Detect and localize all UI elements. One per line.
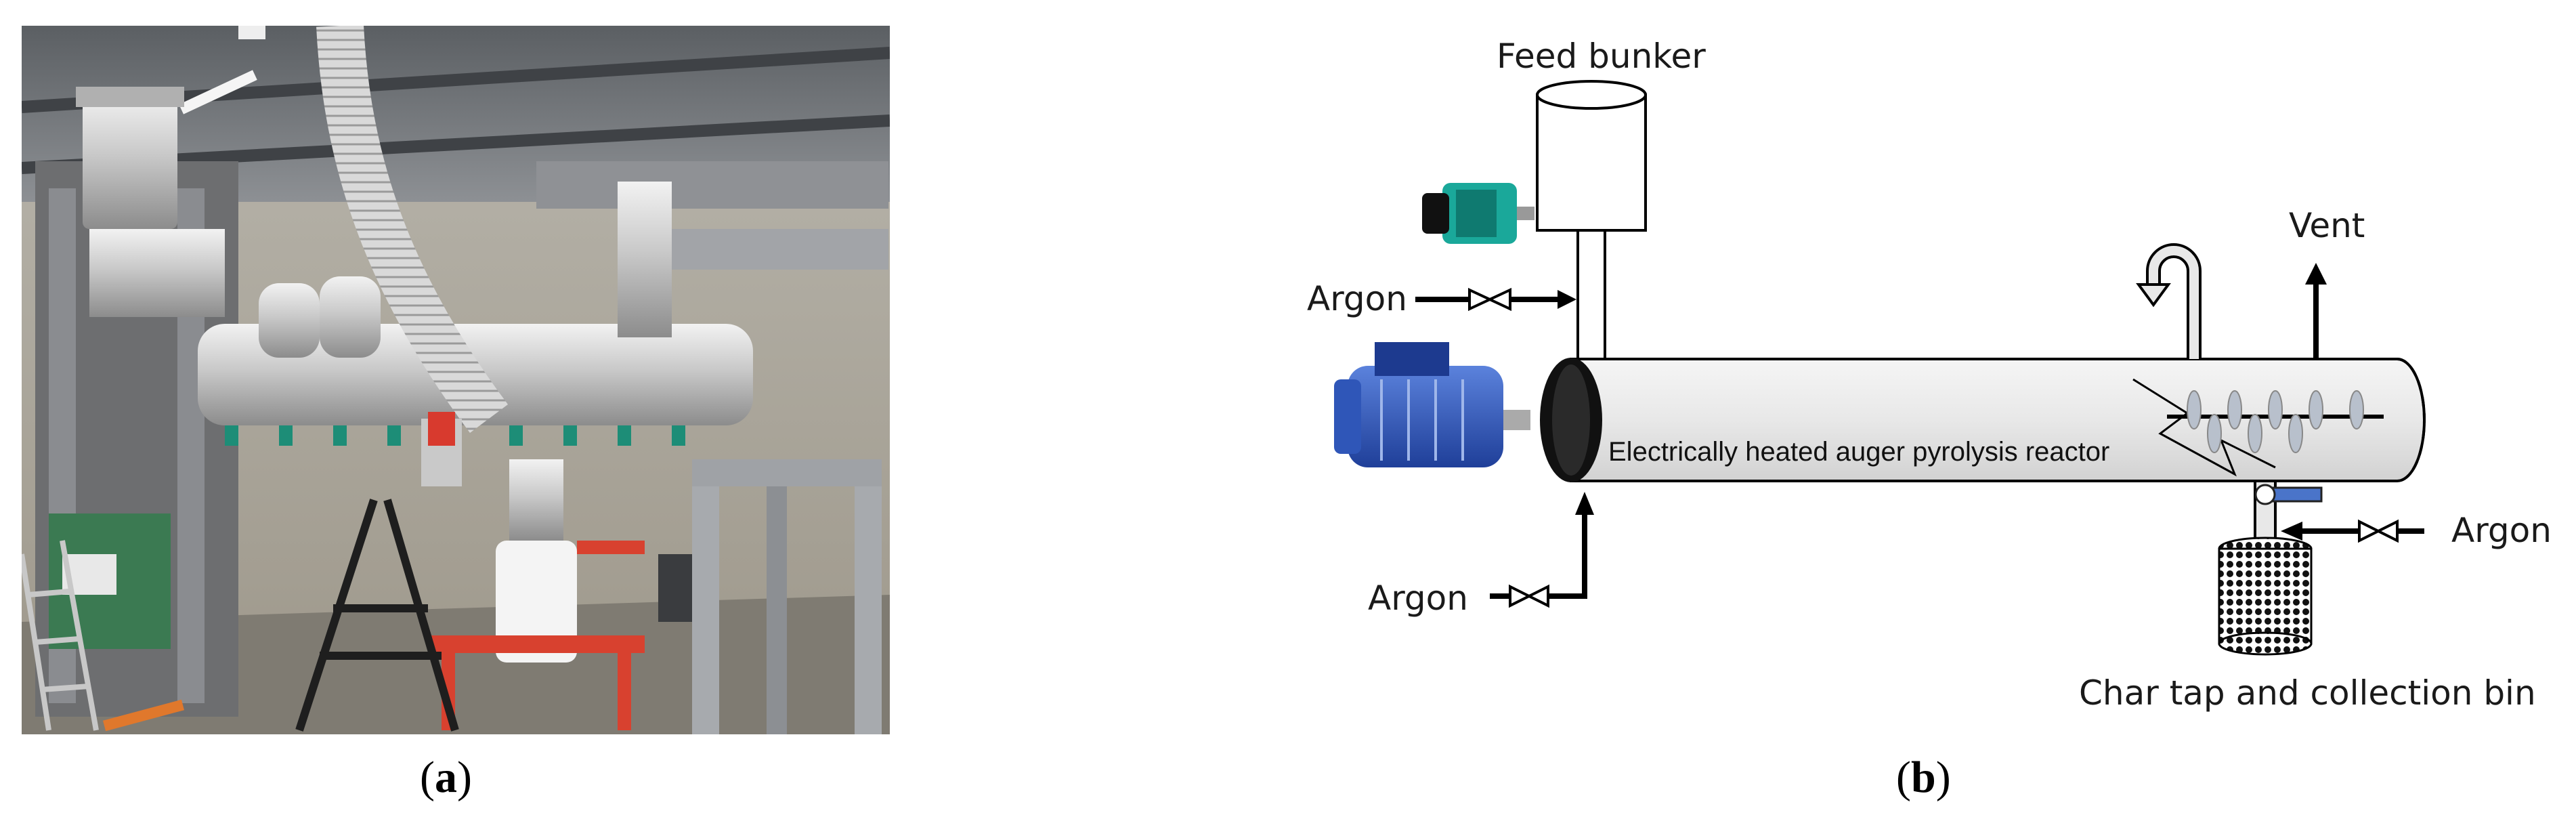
argon-inlet-top <box>1415 287 1576 312</box>
feed-bunker-label: Feed bunker <box>1497 37 1706 76</box>
argon-label-top: Argon <box>1307 279 1407 318</box>
gas-outlet-icon <box>2136 243 2202 359</box>
argon-inlet-bottom <box>1490 492 1594 608</box>
reactor-schematic: Feed bunker Vent Argon Argon Argon Char … <box>1307 37 2552 713</box>
drive-motor-icon <box>1334 342 1530 467</box>
photo-pilot-plant <box>22 26 890 734</box>
auger-reactor: Electrically heated auger pyrolysis reac… <box>1540 358 2426 482</box>
argon-label-right: Argon <box>2451 511 2552 550</box>
caption-a: (a) <box>420 753 472 802</box>
argon-label-bottom: Argon <box>1368 579 1468 618</box>
argon-inlet-right <box>2281 519 2424 543</box>
feed-bunker <box>1536 80 1647 374</box>
char-bin-label: Char tap and collection bin <box>2079 673 2536 713</box>
char-collection-bin <box>2218 480 2323 656</box>
reactor-label: Electrically heated auger pyrolysis reac… <box>1608 437 2109 467</box>
caption-b: (b) <box>1896 753 1951 802</box>
vent-label: Vent <box>2289 206 2365 245</box>
vent-arrow <box>2305 263 2327 359</box>
feeder-motor-icon <box>1422 183 1534 244</box>
